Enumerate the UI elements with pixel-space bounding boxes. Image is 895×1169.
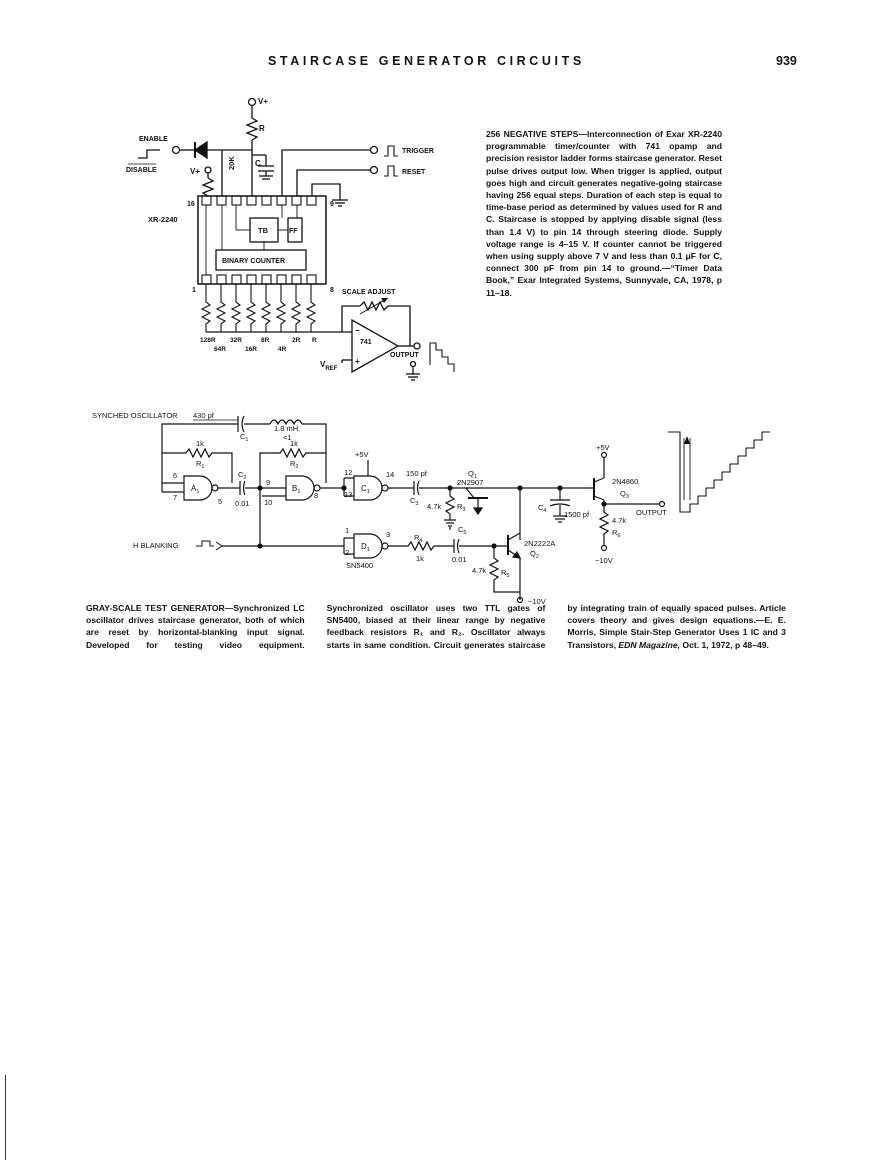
label-r4-value: 1k xyxy=(416,554,424,563)
label-r4: R4 xyxy=(414,533,422,544)
label-d1-pin1: 1 xyxy=(345,526,349,535)
label-pin10: 10 xyxy=(264,498,272,507)
label-plus5v-a: +5V xyxy=(355,450,369,459)
label-r1-value: 1k xyxy=(196,439,204,448)
caption-2-source: EDN Magazine, xyxy=(618,639,681,650)
running-title: STAIRCASE GENERATOR CIRCUITS xyxy=(268,54,585,68)
label-c2-value: 0.01 xyxy=(235,499,250,508)
figure-xr2240-schematic: V+ R ENABLE DISABLE V+ 20K C TRIGGER RES… xyxy=(126,97,455,381)
label-plus5v-b: +5V xyxy=(596,443,610,452)
label-vplus-top: V+ xyxy=(258,97,268,106)
label-ff: FF xyxy=(289,228,298,235)
label-r6-value: 4.7k xyxy=(612,516,626,525)
label-r3-value: 4.7k xyxy=(427,502,441,511)
label-20k: 20K xyxy=(227,156,236,170)
label-h-blanking: H BLANKING xyxy=(133,541,179,550)
label-2n4860: 2N4860 xyxy=(612,477,638,486)
label-output-2: OUTPUT xyxy=(636,508,667,517)
label-tb: TB xyxy=(258,226,269,235)
label-1-8mh: 1.8 mH xyxy=(274,424,298,433)
label-32r: 32R xyxy=(230,337,242,344)
label-q1: Q1 xyxy=(468,469,477,480)
label-pin6: 6 xyxy=(173,471,177,480)
label-pin9: 9 xyxy=(266,478,270,487)
label-vplus-left: V+ xyxy=(190,167,200,176)
label-enable: ENABLE xyxy=(139,136,168,143)
label-c5: C5 xyxy=(458,525,466,536)
label-pin7: 7 xyxy=(173,493,177,502)
caption-1-lead: 256 NEGATIVE STEPS— xyxy=(486,129,587,139)
label-gate-c1: C1 xyxy=(361,484,370,495)
label-minus: − xyxy=(355,326,360,335)
label-430pf: 430 pf xyxy=(193,411,215,420)
label-gate-d1: D1 xyxy=(361,542,370,553)
label-binary-counter: BINARY COUNTER xyxy=(222,258,285,265)
label-plus: + xyxy=(355,357,360,366)
label-2r: 2R xyxy=(292,337,301,344)
label-128r: 128R xyxy=(200,337,216,344)
label-gate-b1: B1 xyxy=(292,484,300,495)
label-16r: 16R xyxy=(245,346,257,353)
label-r2-value: 1k xyxy=(290,439,298,448)
label-pin16: 16 xyxy=(187,201,195,208)
figure-gray-scale-schematic: SYNCHED OSCILLATOR 430 pf C1 1.8 mH <1 1… xyxy=(92,411,770,606)
label-synched-oscillator: SYNCHED OSCILLATOR xyxy=(92,411,178,420)
label-gate-a1: A1 xyxy=(191,484,199,495)
label-r3: R3 xyxy=(457,502,465,513)
label-c2: C2 xyxy=(238,470,246,481)
label-pin8: 8 xyxy=(330,287,334,294)
label-741: 741 xyxy=(360,339,372,346)
label-150pf: 150 pf xyxy=(406,469,428,478)
label-d1-pin3: 3 xyxy=(386,530,390,539)
label-r1: R1 xyxy=(196,459,204,470)
label-pin8: 8 xyxy=(314,491,318,500)
label-minus10v-a: −10V xyxy=(528,597,546,606)
label-c: C xyxy=(255,159,261,168)
label-c4: C4 xyxy=(538,503,546,514)
label-vref: VREF xyxy=(320,360,338,372)
label-sn5400: SN5400 xyxy=(346,561,373,570)
label-r5-value: 4.7k xyxy=(472,566,486,575)
label-xr2240: XR-2240 xyxy=(148,215,178,224)
label-rr: R xyxy=(312,337,317,344)
label-r2: R2 xyxy=(290,459,298,470)
label-pin5: 5 xyxy=(218,497,222,506)
caption-2-lead: GRAY-SCALE TEST GENERATOR— xyxy=(86,603,234,613)
label-d1-pin2: 2 xyxy=(345,548,349,557)
label-q3: Q3 xyxy=(620,489,629,500)
label-output-1: OUTPUT xyxy=(390,352,420,359)
label-c1: C1 xyxy=(240,432,248,443)
page-number: 939 xyxy=(776,54,797,68)
caption-256-negative-steps: 256 NEGATIVE STEPS—Interconnection of Ex… xyxy=(486,128,722,299)
page-header: STAIRCASE GENERATOR CIRCUITS 939 xyxy=(0,54,895,72)
label-scale-adjust: SCALE ADJUST xyxy=(342,289,396,296)
label-4r: 4R xyxy=(278,346,287,353)
label-trigger: TRIGGER xyxy=(402,148,434,155)
label-2n2222a: 2N2222A xyxy=(524,539,555,548)
label-l1-ratio: <1 xyxy=(283,433,292,442)
label-minus10v-b: −10V xyxy=(595,556,613,565)
label-reset: RESET xyxy=(402,169,426,176)
scan-edge-line xyxy=(5,1075,6,1160)
label-q2: Q2 xyxy=(530,549,539,560)
label-c3: C3 xyxy=(410,496,418,507)
caption-1-body: Interconnection of Exar XR-2240 programm… xyxy=(486,129,722,298)
caption-2-source-tail: Oct. 1, 1972, p 48–49. xyxy=(680,639,769,650)
label-1500pf: 1500 pf xyxy=(564,510,590,519)
label-2n2907: 2N2907 xyxy=(457,478,483,487)
label-disable: DISABLE xyxy=(126,167,157,174)
caption-2-body: Synchronized LC oscillator drives stairc… xyxy=(86,603,786,650)
label-8r: 8R xyxy=(261,337,270,344)
label-pin14: 14 xyxy=(386,470,394,479)
label-r6: R6 xyxy=(612,528,620,539)
label-pin12: 12 xyxy=(344,468,352,477)
label-pin1: 1 xyxy=(192,287,196,294)
label-pin13: 13 xyxy=(344,490,352,499)
label-c6-value: 0.01 xyxy=(452,555,467,564)
label-r5: R5 xyxy=(501,568,509,579)
label-r: R xyxy=(259,124,265,133)
label-64r: 64R xyxy=(214,346,226,353)
caption-gray-scale: GRAY-SCALE TEST GENERATOR—Synchronized L… xyxy=(86,602,786,651)
label-pin9: 9 xyxy=(330,201,334,208)
